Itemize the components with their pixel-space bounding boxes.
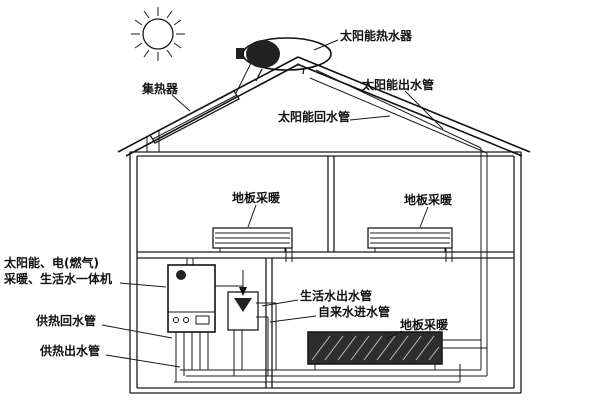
label-domestic-water-outlet: 生活水出水管 [300,288,372,303]
label-unit-line2: 采暖、生活水一体机 [3,271,112,286]
floor-heating-coil-lower [307,331,443,370]
label-heating-return-pipe: 供热回水管 [35,313,96,328]
boiler-unit [167,258,216,333]
sun-icon [131,7,185,61]
label-collector: 集热器 [141,81,179,96]
house-structure [129,151,522,394]
roof [117,56,531,157]
label-solar-outlet-pipe: 太阳能出水管 [362,77,434,92]
pump-unit [215,270,259,331]
label-solar-water-heater: 太阳能热水器 [340,28,413,43]
label-floor-heating-upper-right: 地板采暖 [404,192,453,207]
leader-lines [101,39,444,368]
label-solar-return-pipe: 太阳能回水管 [278,109,350,124]
label-floor-heating-upper-left: 地板采暖 [232,190,281,205]
label-unit-line1: 太阳能、电(燃气) [4,255,99,270]
down-arrow-icon [239,287,247,296]
labels: 太阳能热水器 集热器 太阳能出水管 太阳能回水管 地板采暖 地板采暖 地板采暖 … [3,28,453,358]
solar-tank [236,37,332,82]
collector-panel [146,62,252,152]
floor-heating-coil-upper-left [212,227,293,252]
label-heating-outlet-pipe: 供热出水管 [39,343,100,358]
label-tap-water-inlet: 自来水进水管 [318,304,390,319]
floor-heating-coil-upper-right [367,227,453,252]
label-floor-heating-lower: 地板采暖 [400,317,449,332]
pipes [174,69,488,383]
